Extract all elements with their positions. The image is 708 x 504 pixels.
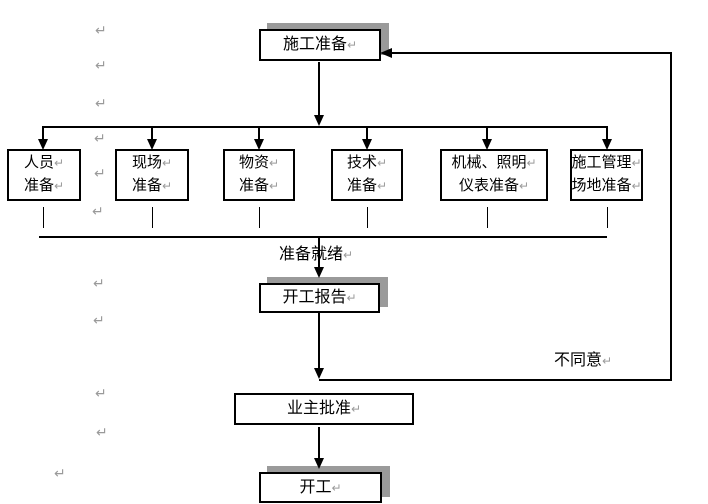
node-label-line2: 准备↵: [238, 178, 280, 194]
line-break-mark: ↵: [346, 38, 358, 52]
edge-label-disagree: 不同意↵: [554, 352, 613, 369]
branch-line: [42, 126, 608, 128]
line-break-mark: ↵: [376, 179, 388, 193]
paragraph-mark: ↵: [94, 166, 106, 182]
paragraph-mark: ↵: [92, 204, 104, 220]
arrowhead-down-branch: [314, 115, 324, 126]
line-break-mark: ↵: [346, 291, 357, 305]
arrowhead-down-start: [314, 458, 324, 469]
node-label-line1: 施工管理↵: [571, 155, 642, 171]
node-label-line2: 准备↵: [346, 178, 388, 194]
node-owner-approval[interactable]: 业主批准↵: [234, 393, 414, 425]
line-break-mark: ↵: [268, 156, 280, 170]
node-material-preparation[interactable]: 物资↵ 准备↵: [223, 149, 295, 201]
arrowhead-down-box-1: [38, 139, 48, 150]
arrowhead-down-box-5: [482, 139, 492, 150]
paragraph-mark: ↵: [95, 58, 107, 74]
line-break-mark: ↵: [526, 156, 537, 170]
node-label: 开工↵: [299, 478, 342, 496]
node-construction-preparation[interactable]: 施工准备↵: [259, 29, 381, 61]
node-label-line1: 人员↵: [23, 155, 65, 171]
paragraph-mark: ↵: [95, 23, 107, 39]
line-break-mark: ↵: [53, 156, 65, 170]
line-break-mark: ↵: [350, 402, 362, 416]
paragraph-mark: ↵: [94, 131, 106, 147]
node-label-line1: 机械、照明↵: [451, 155, 537, 171]
line-break-mark: ↵: [631, 179, 642, 193]
node-label-line2: 仪表准备↵: [458, 178, 530, 194]
line-break-mark: ↵: [376, 156, 388, 170]
line-break-mark: ↵: [631, 156, 642, 170]
branch-drop-5: [486, 128, 488, 139]
connector-top-to-branch: [318, 62, 320, 115]
arrowhead-down-junction: [314, 368, 324, 379]
connector-approve-to-start: [318, 427, 320, 458]
node-machinery-lighting-preparation[interactable]: 机械、照明↵ 仪表准备↵: [440, 149, 548, 201]
branch-drop-4: [366, 128, 368, 139]
line-break-mark: ↵: [161, 179, 173, 193]
branch-drop-6: [606, 128, 608, 139]
node-label: 施工准备↵: [282, 36, 358, 53]
collector-line: [39, 236, 607, 238]
line-break-mark: ↵: [268, 179, 280, 193]
feedback-line-bottom: [319, 379, 672, 381]
line-break-mark: ↵: [343, 248, 354, 262]
node-label-line1: 现场↵: [131, 155, 173, 171]
paragraph-mark: ↵: [96, 425, 108, 441]
branch-drop-2: [151, 128, 153, 139]
arrowhead-left-feedback: [380, 48, 392, 58]
arrowhead-down-box-6: [602, 139, 612, 150]
branch-drop-3: [258, 128, 260, 139]
arrowhead-down-box-2: [147, 139, 157, 150]
node-label: 开工报告↵: [282, 289, 357, 306]
line-break-mark: ↵: [331, 480, 342, 495]
paragraph-mark: ↵: [93, 276, 105, 292]
node-personnel-preparation[interactable]: 人员↵ 准备↵: [7, 149, 81, 201]
node-management-site-preparation[interactable]: 施工管理↵ 场地准备↵: [570, 149, 643, 201]
node-label-line2: 准备↵: [131, 178, 173, 194]
paragraph-mark: ↵: [95, 386, 107, 402]
line-break-mark: ↵: [602, 354, 613, 368]
feedback-line-top: [392, 52, 670, 54]
node-label-line2: 准备↵: [23, 178, 65, 194]
node-label: 业主批准↵: [286, 400, 362, 417]
paragraph-mark: ↵: [95, 96, 107, 112]
node-start-work[interactable]: 开工↵: [259, 472, 382, 503]
feedback-line-vertical: [670, 52, 672, 381]
branch-drop-1: [42, 128, 44, 139]
line-break-mark: ↵: [53, 179, 65, 193]
arrowhead-down-box-4: [362, 139, 372, 150]
node-commencement-report[interactable]: 开工报告↵: [259, 283, 380, 313]
paragraph-mark: ↵: [93, 313, 105, 329]
stub-below-box-5: [487, 207, 488, 228]
connector-ready-to-report: [318, 238, 320, 267]
stub-below-box-2: [152, 207, 153, 228]
stub-below-box-3: [259, 207, 260, 228]
line-break-mark: ↵: [518, 179, 530, 193]
line-break-mark: ↵: [161, 156, 173, 170]
arrowhead-down-box-3: [254, 139, 264, 150]
edge-label-ready: 准备就绪↵: [279, 246, 354, 263]
node-label-line1: 技术↵: [346, 155, 388, 171]
stub-below-box-6: [607, 207, 608, 228]
arrowhead-down-report: [314, 267, 324, 278]
node-label-line2: 场地准备↵: [571, 178, 642, 194]
connector-report-to-junction: [318, 313, 320, 368]
stub-below-box-1: [43, 207, 44, 228]
paragraph-mark: ↵: [54, 466, 66, 482]
node-technical-preparation[interactable]: 技术↵ 准备↵: [331, 149, 403, 201]
node-label-line1: 物资↵: [238, 155, 280, 171]
stub-below-box-4: [367, 207, 368, 228]
node-site-preparation[interactable]: 现场↵ 准备↵: [115, 149, 189, 201]
